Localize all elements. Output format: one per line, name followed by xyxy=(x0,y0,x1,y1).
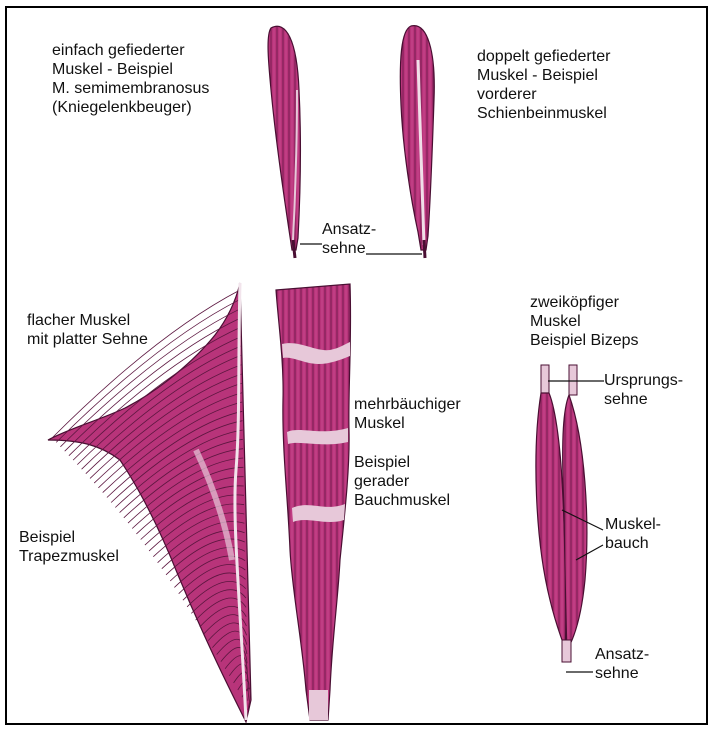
biceps-label: zweiköpfiger Muskel Beispiel Bizeps xyxy=(530,293,639,350)
trapezius-label: Beispiel Trapezmuskel xyxy=(19,528,119,566)
biceps-muscle xyxy=(536,365,587,662)
unipennate-muscle xyxy=(268,26,300,250)
unipennate-tendon xyxy=(293,240,295,258)
rectus-muscle xyxy=(276,284,351,720)
flat-muscle-label: flacher Muskel mit platter Sehne xyxy=(27,311,148,349)
belly-label: Muskel- bauch xyxy=(605,515,661,553)
rectus-label: Beispiel gerader Bauchmuskel xyxy=(354,453,450,510)
ursprung-label: Ursprungs- sehne xyxy=(604,371,683,409)
bipennate-label: doppelt gefiederter Muskel - Beispiel vo… xyxy=(477,47,610,123)
multibelly-label: mehrbäuchiger Muskel xyxy=(354,395,461,433)
ansatz-top-label: Ansatz- sehne xyxy=(322,220,376,258)
unipennate-label: einfach gefiederter Muskel - Beispiel M.… xyxy=(52,41,209,117)
bipennate-muscle xyxy=(400,26,434,250)
ansatz-bottom-label: Ansatz- sehne xyxy=(595,645,649,683)
bipennate-tendon xyxy=(424,240,425,258)
